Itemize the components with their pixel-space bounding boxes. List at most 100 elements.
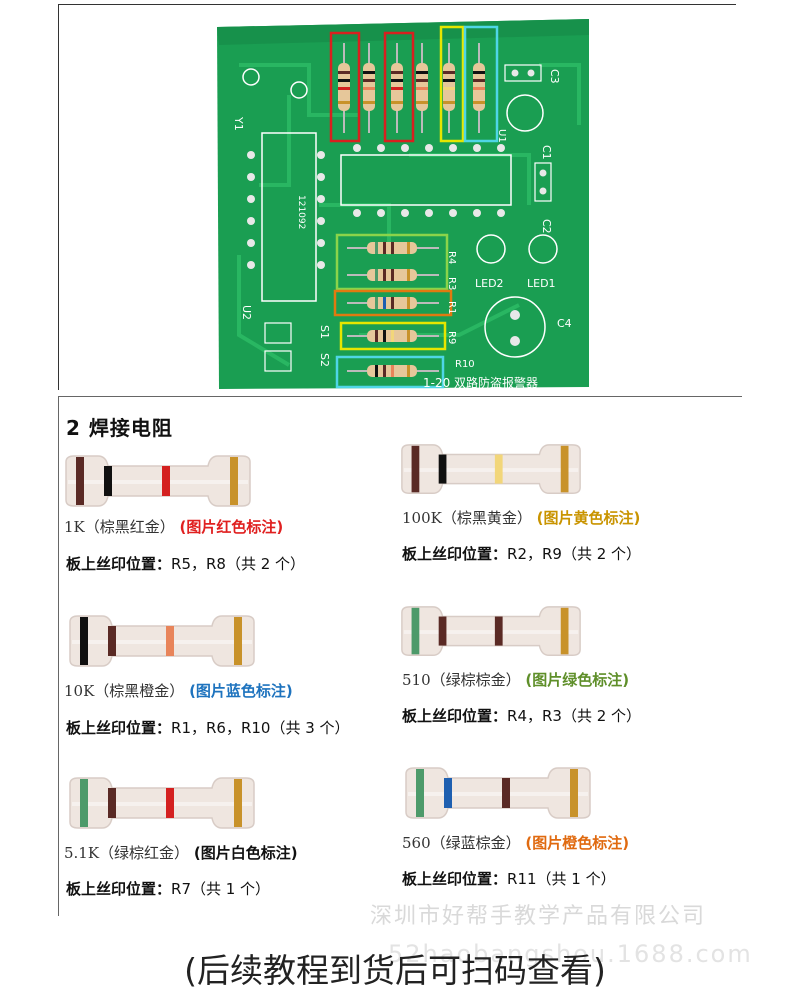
highlight-yellow-r9	[339, 321, 447, 351]
resistor-band-1	[411, 445, 420, 493]
position-value: R4，R3（共 2 个）	[507, 707, 642, 725]
resistor-band-4	[234, 779, 242, 827]
highlight-yellow-r2	[439, 25, 465, 143]
resistor-band-4	[560, 607, 569, 655]
led2-footprint	[476, 234, 506, 264]
resistor-highlight	[72, 640, 252, 644]
resistor-band-3	[494, 454, 503, 484]
label-c1: C1	[540, 145, 553, 160]
resistor-spec: 100K（棕黑黄金）	[402, 509, 532, 527]
position-value: R2，R9（共 2 个）	[507, 545, 642, 563]
resistor-spec: 510（绿棕棕金）	[402, 671, 521, 689]
resistor-image	[405, 767, 591, 819]
resistor-band-2	[108, 626, 116, 656]
led1-footprint	[528, 234, 558, 264]
resistor-highlight	[403, 468, 579, 472]
board-silk-title: 1-20 双路防盗报警器	[423, 375, 538, 390]
position-label: 板上丝印位置：	[402, 545, 508, 563]
resistor-image	[401, 444, 581, 495]
resistor-band-3	[494, 616, 503, 646]
resistor-position: 板上丝印位置：R11（共 1 个）	[402, 868, 616, 889]
resistor-image	[65, 455, 251, 507]
resistor-note: (图片橙色标注)	[525, 834, 630, 852]
position-label: 板上丝印位置：	[402, 707, 508, 725]
footer-note: (后续教程到货后可扫码查看)	[184, 951, 606, 990]
label-led1: LED1	[527, 277, 556, 290]
resistor-band-1	[80, 779, 88, 827]
resistor-band-1	[80, 617, 88, 665]
resistor-band-1	[411, 607, 420, 655]
position-value: R1，R6，R10（共 3 个）	[171, 719, 350, 737]
resistor-position: 板上丝印位置：R7（共 1 个）	[66, 878, 270, 899]
resistor-band-3	[162, 466, 170, 496]
position-label: 板上丝印位置：	[402, 870, 508, 888]
resistor-image	[69, 777, 255, 829]
highlight-red-r8	[383, 31, 415, 143]
label-y1: Y1	[232, 116, 245, 131]
resistor-spec: 1K（棕黑红金）	[64, 518, 175, 536]
highlight-orange-r11	[333, 289, 453, 317]
capacitor-c1	[506, 94, 544, 132]
resistor-band-1	[416, 769, 424, 817]
label-r9: R9	[446, 331, 457, 344]
resistor-note: (图片红色标注)	[179, 518, 284, 536]
label-u2: U2	[240, 305, 253, 320]
position-value: R11（共 1 个）	[507, 870, 616, 888]
resistor-position: 板上丝印位置：R1，R6，R10（共 3 个）	[66, 717, 350, 738]
resistor-spec-line: 510（绿棕棕金） (图片绿色标注)	[402, 669, 629, 690]
vertical-resistors	[338, 43, 485, 133]
position-label: 板上丝印位置：	[66, 719, 172, 737]
resistor-band-2	[108, 788, 116, 818]
resistor-spec-line: 10K（棕黑橙金） (图片蓝色标注)	[64, 680, 293, 701]
chip-marking: 121092	[296, 195, 306, 229]
label-c4: C4	[557, 317, 572, 330]
resistor-highlight	[68, 480, 248, 484]
pcb-board-illustration: 121092 Y1 C4 C1 C2 C3 LED2 LED1 S1 S2 U2	[59, 5, 737, 391]
watermark-site: 52haobangshou.1688.com	[388, 940, 753, 968]
resistor-band-1	[76, 457, 84, 505]
label-r1: R1	[446, 301, 457, 314]
resistor-position: 板上丝印位置：R2，R9（共 2 个）	[402, 543, 641, 564]
label-s1: S1	[318, 325, 331, 339]
resistor-band-2	[438, 454, 447, 484]
highlight-cyan-top	[463, 25, 499, 143]
resistor-note: (图片白色标注)	[193, 844, 298, 862]
pcb-photo: 121092 Y1 C4 C1 C2 C3 LED2 LED1 S1 S2 U2	[58, 4, 737, 391]
label-led2: LED2	[475, 277, 504, 290]
resistor-note: (图片黄色标注)	[536, 509, 641, 527]
section-title: 2 焊接电阻	[66, 416, 173, 440]
horizontal-resistors	[347, 242, 439, 377]
resistor-spec-line: 1K（棕黑红金） (图片红色标注)	[64, 516, 283, 537]
resistor-band-2	[104, 466, 112, 496]
resistor-position: 板上丝印位置：R5，R8（共 2 个）	[66, 553, 305, 574]
resistor-spec-line: 5.1K（绿棕红金） (图片白色标注)	[64, 842, 298, 863]
label-c3: C3	[548, 69, 561, 84]
resistor-highlight	[72, 802, 252, 806]
position-label: 板上丝印位置：	[66, 555, 172, 573]
capacitor-c4	[484, 296, 546, 358]
resistor-spec: 10K（棕黑橙金）	[64, 682, 185, 700]
label-r10: R10	[455, 359, 475, 370]
resistor-highlight	[408, 792, 588, 796]
resistor-position: 板上丝印位置：R4，R3（共 2 个）	[402, 705, 641, 726]
watermark-company: 深圳市好帮手教学产品有限公司	[370, 904, 707, 929]
label-u1: U1	[496, 129, 507, 143]
resistor-note: (图片蓝色标注)	[189, 682, 293, 700]
label-r3: R3	[446, 277, 457, 290]
resistor-band-3	[166, 788, 174, 818]
position-label: 板上丝印位置：	[66, 880, 172, 898]
resistor-band-2	[444, 778, 452, 808]
label-r4: R4	[446, 251, 457, 264]
highlight-red-r5	[329, 31, 361, 143]
resistor-note: (图片绿色标注)	[525, 671, 630, 689]
resistor-image	[401, 606, 581, 657]
label-c2: C2	[540, 219, 553, 234]
resistor-spec-line: 560（绿蓝棕金） (图片橙色标注)	[402, 832, 629, 853]
position-value: R7（共 1 个）	[171, 880, 271, 898]
highlight-cyan-r10	[335, 355, 445, 389]
resistor-band-4	[560, 445, 569, 493]
resistor-band-4	[570, 769, 578, 817]
resistor-highlight	[403, 630, 579, 634]
highlight-green-r4-r3	[335, 233, 449, 291]
resistor-image	[69, 615, 255, 667]
